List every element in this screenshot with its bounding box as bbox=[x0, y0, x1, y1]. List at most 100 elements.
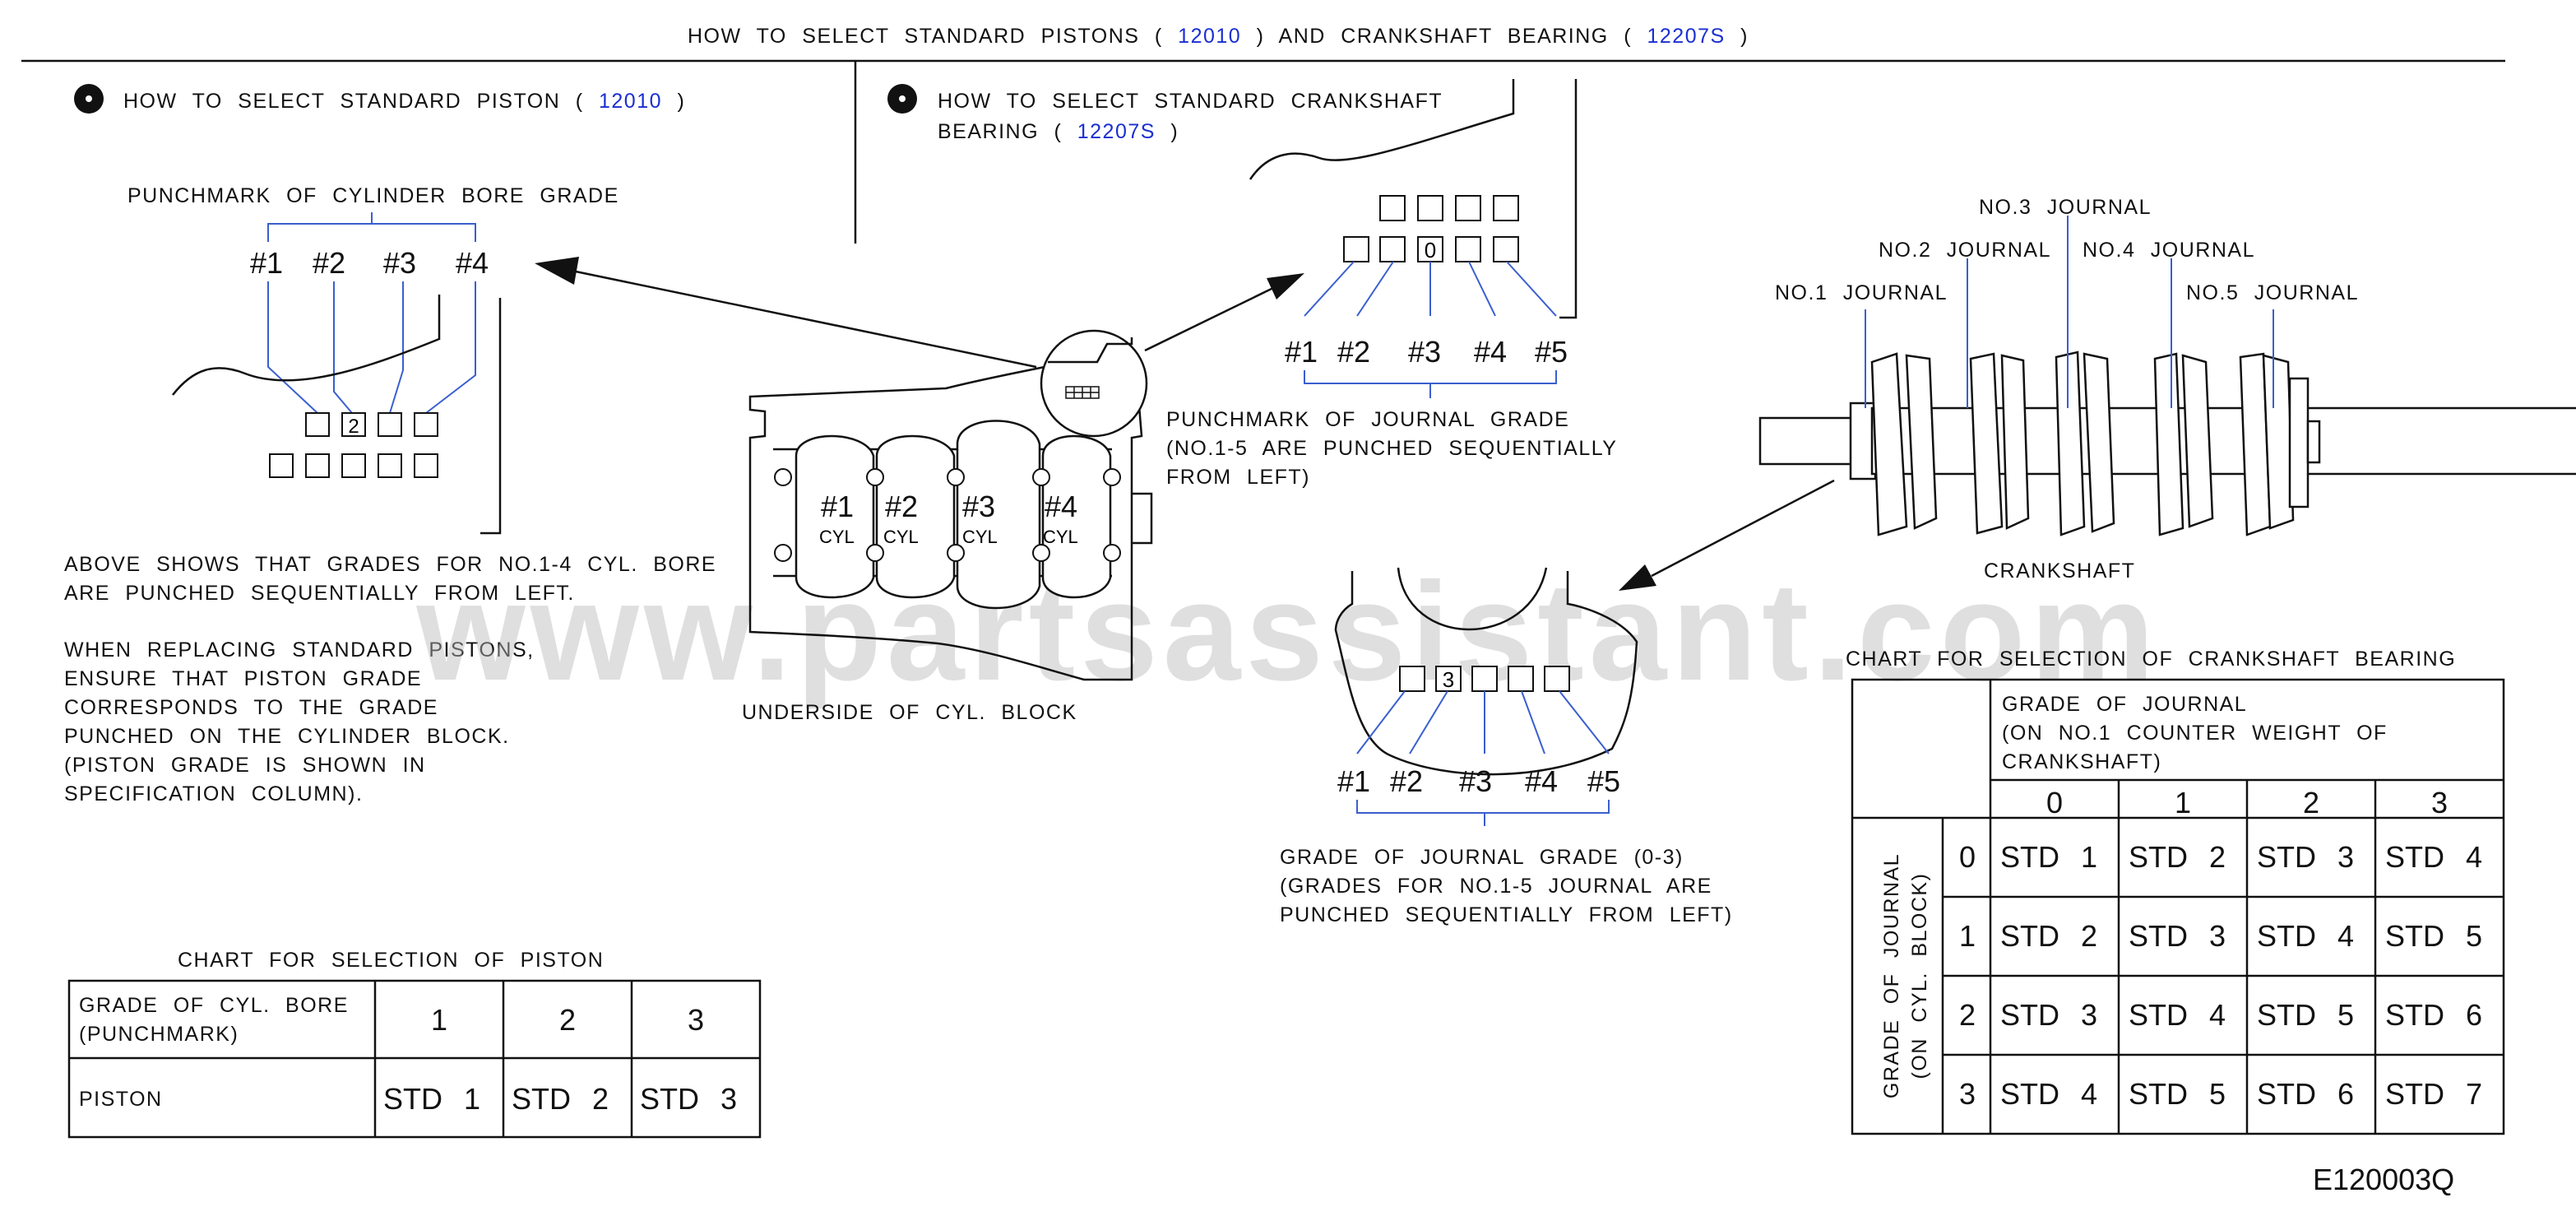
crank-note-line1: GRADE OF JOURNAL GRADE (0-3) bbox=[1280, 846, 1684, 869]
journal-number-3: #3 bbox=[1408, 335, 1441, 369]
block-cyl-sub-3: CYL bbox=[962, 527, 998, 547]
crank-punch-boxes bbox=[1399, 666, 1570, 692]
cylinder-block bbox=[748, 354, 1153, 681]
pointer-arrows bbox=[535, 257, 1835, 591]
block-punch-boxes bbox=[1343, 195, 1519, 262]
piston-chart-row2-label: PISTON bbox=[79, 1088, 163, 1111]
bearing-chart-title: CHART FOR SELECTION OF CRANKSHAFT BEARIN… bbox=[1846, 648, 2456, 671]
bearing-chart-cell: STD 3 bbox=[2129, 919, 2226, 953]
crank-note-line3: PUNCHED SEQUENTIALLY FROM LEFT) bbox=[1280, 903, 1733, 926]
piston-note2-line4: PUNCHED ON THE CYLINDER BLOCK. bbox=[64, 725, 510, 748]
title-part-a: HOW TO SELECT STANDARD PISTONS ( bbox=[688, 25, 1163, 48]
piston-chart-grade-2: 2 bbox=[559, 1003, 576, 1037]
block-cyl-sub-1: CYL bbox=[819, 527, 855, 547]
detail-circle bbox=[1040, 329, 1148, 438]
svg-text:HOW TO SELECT STANDARD PISTONS: HOW TO SELECT STANDARD PISTONS ( 12010 )… bbox=[688, 25, 1749, 48]
bearing-chart-col-grade: 1 bbox=[2175, 786, 2191, 819]
block-cyl-number-3: #3 bbox=[962, 490, 995, 523]
journal-leader-lines bbox=[1304, 261, 1557, 317]
cyl-number-3: #3 bbox=[383, 246, 416, 280]
figure-id: E120003Q bbox=[2313, 1163, 2454, 1196]
block-cyl-sub-2: CYL bbox=[883, 527, 919, 547]
bearing-chart-row-grade: 0 bbox=[1959, 840, 1976, 874]
piston-punched-grade: 2 bbox=[348, 416, 359, 438]
punchmark-label: PUNCHMARK OF CYLINDER BORE GRADE bbox=[127, 184, 619, 207]
crank-journal-number-5: #5 bbox=[1587, 764, 1620, 798]
crank-journal-leaders bbox=[1865, 216, 2274, 408]
block-edge-sketch bbox=[172, 295, 441, 396]
journal-label-1: NO.1 JOURNAL bbox=[1775, 281, 1948, 304]
journal-brace bbox=[1304, 370, 1557, 398]
journal-number-4: #4 bbox=[1474, 335, 1507, 369]
cyl-number-1: #1 bbox=[250, 246, 283, 280]
journal-label-3: NO.3 JOURNAL bbox=[1979, 196, 2152, 219]
piston-chart-grade-1: 1 bbox=[431, 1003, 447, 1037]
cyl-number-2: #2 bbox=[313, 246, 345, 280]
piston-note2-line3: CORRESPONDS TO THE GRADE bbox=[64, 696, 438, 719]
bearing-chart-col-header-line3: CRANKSHAFT) bbox=[2002, 750, 2161, 773]
crank-note-line2: (GRADES FOR NO.1-5 JOURNAL ARE bbox=[1280, 875, 1712, 898]
bearing-chart-cell: STD 1 bbox=[2000, 840, 2097, 874]
watermark: www.partsassistant.com bbox=[415, 554, 2159, 710]
journal-label-2: NO.2 JOURNAL bbox=[1879, 239, 2051, 262]
crankshaft-caption: CRANKSHAFT bbox=[1984, 559, 2135, 583]
crank-punched-grade: 3 bbox=[1443, 667, 1454, 692]
piston-heading: HOW TO SELECT STANDARD PISTON ( 12010 ) bbox=[123, 90, 685, 113]
piston-chart-grade-3: 3 bbox=[688, 1003, 704, 1037]
block-caption: UNDERSIDE OF CYL. BLOCK bbox=[742, 701, 1077, 724]
title-piston-part-number[interactable]: 12010 bbox=[1178, 25, 1241, 48]
block-cyl-number-1: #1 bbox=[821, 490, 854, 523]
piston-note2-line6: SPECIFICATION COLUMN). bbox=[64, 782, 363, 805]
block-punched-grade: 0 bbox=[1425, 238, 1436, 262]
journal-number-1: #1 bbox=[1285, 335, 1318, 369]
piston-chart-value-3: STD 3 bbox=[640, 1082, 737, 1116]
bearing-chart-cell: STD 3 bbox=[2000, 998, 2097, 1032]
bearing-chart-cell: STD 6 bbox=[2385, 998, 2482, 1032]
piston-chart-value-2: STD 2 bbox=[512, 1082, 609, 1116]
bearing-chart-cell: STD 5 bbox=[2385, 919, 2482, 953]
bearing-chart-col-header-line1: GRADE OF JOURNAL bbox=[2002, 693, 2247, 716]
journal-note-line2: (NO.1-5 ARE PUNCHED SEQUENTIALLY bbox=[1166, 437, 1617, 460]
bearing-heading-line1: HOW TO SELECT STANDARD CRANKSHAFT bbox=[938, 90, 1443, 113]
block-cyl-number-4: #4 bbox=[1045, 490, 1077, 523]
bearing-chart-cell: STD 4 bbox=[2000, 1077, 2097, 1111]
crank-journal-number-1: #1 bbox=[1337, 764, 1370, 798]
piston-chart-row1-label-line1: GRADE OF CYL. BORE bbox=[79, 994, 349, 1017]
bearing-chart-cell: STD 4 bbox=[2257, 919, 2354, 953]
bearing-chart-cell: STD 4 bbox=[2129, 998, 2226, 1032]
bearing-chart-row-header-line1: GRADE OF JOURNAL bbox=[1880, 853, 1903, 1098]
block-bearing-edge bbox=[1249, 79, 1515, 180]
crank-brace bbox=[1356, 800, 1610, 826]
title-part-c: ) bbox=[1740, 25, 1749, 48]
bearing-part-number[interactable]: 12207S bbox=[1077, 120, 1156, 143]
bearing-chart-row-grade: 1 bbox=[1959, 919, 1976, 953]
piston-note2-line1: WHEN REPLACING STANDARD PISTONS, bbox=[64, 638, 535, 662]
punchmark-brace bbox=[267, 212, 476, 242]
piston-note2-line2: ENSURE THAT PISTON GRADE bbox=[64, 667, 422, 690]
cyl-leader-lines bbox=[267, 281, 476, 414]
block-edge-bracket bbox=[480, 298, 502, 535]
journal-note-line1: PUNCHMARK OF JOURNAL GRADE bbox=[1166, 408, 1569, 431]
crank-journal-number-4: #4 bbox=[1525, 764, 1558, 798]
cyl-number-4: #4 bbox=[456, 246, 489, 280]
block-bearing-bracket bbox=[1559, 79, 1578, 319]
block-cyl-number-2: #2 bbox=[885, 490, 918, 523]
crankshaft-end bbox=[2288, 377, 2321, 508]
piston-chart-row1-label-line2: (PUNCHMARK) bbox=[79, 1023, 239, 1046]
piston-note1-line2: ARE PUNCHED SEQUENTIALLY FROM LEFT. bbox=[64, 582, 575, 605]
piston-chart-title: CHART FOR SELECTION OF PISTON bbox=[178, 949, 604, 972]
title-bearing-part-number[interactable]: 12207S bbox=[1647, 25, 1725, 48]
bearing-chart-cell: STD 2 bbox=[2129, 840, 2226, 874]
bearing-chart-row-grade: 3 bbox=[1959, 1077, 1976, 1111]
bearing-chart-row-grade: 2 bbox=[1959, 998, 1976, 1032]
crank-journal-number-2: #2 bbox=[1390, 764, 1423, 798]
journal-label-5: NO.5 JOURNAL bbox=[2186, 281, 2359, 304]
block-cyl-sub-4: CYL bbox=[1043, 527, 1078, 547]
crank-journal-number-3: #3 bbox=[1459, 764, 1492, 798]
piston-chart-grid bbox=[67, 979, 762, 1139]
bearing-chart-cell: STD 5 bbox=[2257, 998, 2354, 1032]
piston-part-number[interactable]: 12010 bbox=[599, 90, 662, 113]
bearing-chart-col-header-line2: (ON NO.1 COUNTER WEIGHT OF bbox=[2002, 722, 2388, 745]
